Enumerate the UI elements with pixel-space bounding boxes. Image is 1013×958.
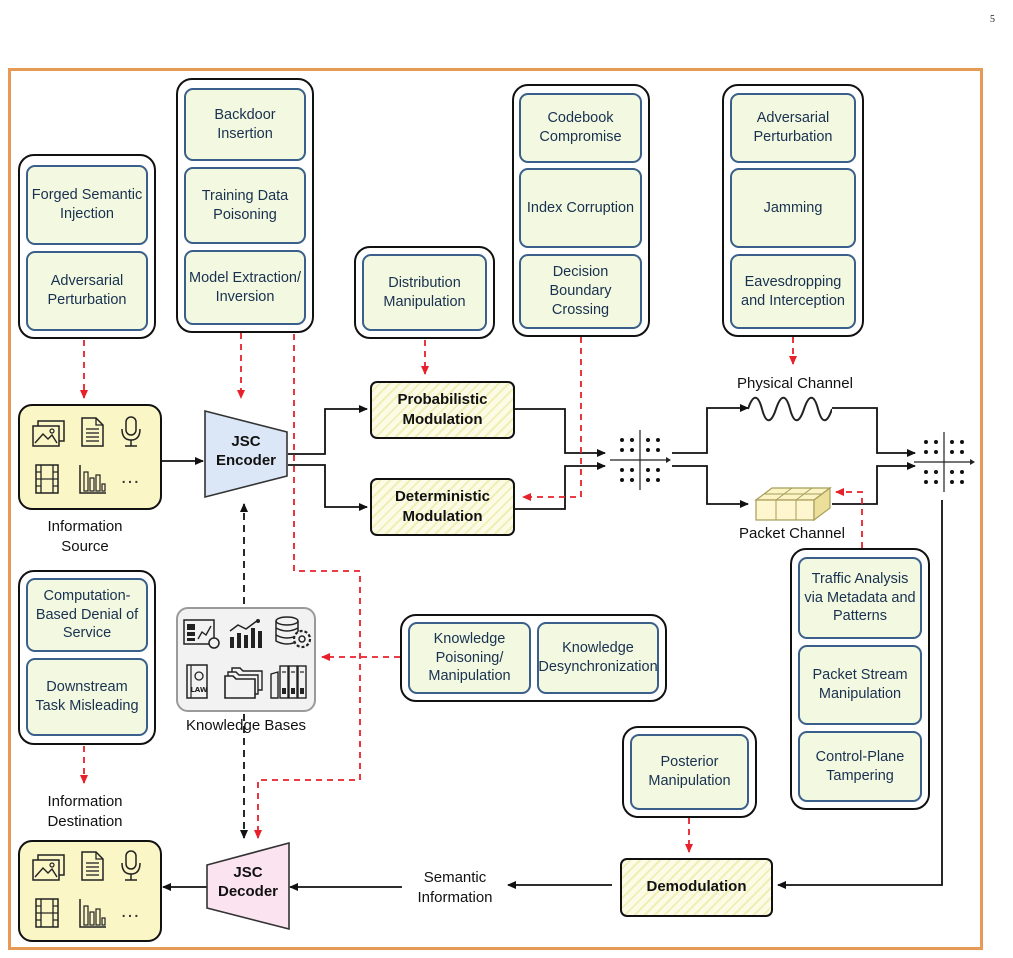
image-icon: [32, 854, 65, 881]
constellation-points: [620, 438, 660, 482]
threat-eavesdropping: Eavesdropping and Interception: [730, 254, 856, 329]
law-book-icon: LAW: [186, 664, 208, 699]
threat-index-corruption: Index Corruption: [519, 168, 642, 248]
arrow-deterministic-constellation: [515, 462, 606, 510]
label-information-source: Information Source: [47, 518, 123, 556]
threat-knowledge-desynchronization: Knowledge Desynchronization: [537, 622, 659, 694]
sine-wave-icon: [748, 396, 832, 422]
label-information-destination: Information Destination: [47, 793, 123, 831]
label-knowledge-bases: Knowledge Bases: [185, 717, 307, 734]
threat-decision-boundary-crossing: Decision Boundary Crossing: [519, 254, 642, 329]
constellation-icon: [914, 432, 975, 492]
page-number: 5: [990, 14, 995, 25]
threat-distribution-manipulation: Distribution Manipulation: [362, 254, 487, 331]
document-icon: [81, 417, 104, 447]
attack-arrow-codebook: [522, 337, 582, 501]
arrow-physical-constellation: [832, 407, 916, 457]
threat-packet-stream-manipulation: Packet Stream Manipulation: [798, 645, 922, 725]
threat-codebook-compromise: Codebook Compromise: [519, 93, 642, 163]
threat-computation-dos: Computation-Based Denial of Service: [26, 578, 148, 652]
jsc-encoder-shape: [204, 410, 288, 499]
arrow-constellation-physical: [672, 404, 749, 454]
threat-adversarial-perturbation-physical: Adversarial Perturbation: [730, 93, 856, 163]
arrow-encoder-probabilistic: [288, 405, 368, 455]
film-icon: [35, 464, 59, 494]
arrow-constellation-demodulation: [777, 500, 943, 889]
threat-model-extraction: Model Extraction/ Inversion: [184, 250, 306, 325]
bar-chart-icon: [79, 899, 106, 928]
arrow-constellation-packet: [672, 465, 749, 508]
binders-icon: [270, 665, 307, 699]
threat-adversarial-perturbation-source: Adversarial Perturbation: [26, 251, 148, 331]
demodulation: Demodulation: [620, 858, 773, 917]
information-source-panel: …: [18, 404, 162, 510]
image-icon: [32, 420, 65, 447]
information-destination-panel: …: [18, 840, 162, 942]
folders-icon: [224, 667, 263, 699]
threat-control-plane-tampering: Control-Plane Tampering: [798, 731, 922, 802]
film-icon: [35, 898, 59, 928]
threat-training-data-poisoning: Training Data Poisoning: [184, 167, 306, 244]
microphone-icon: [121, 416, 141, 447]
microphone-icon: [121, 850, 141, 881]
attack-arrow-model-extraction: [254, 334, 361, 839]
arrow-encoder-deterministic: [288, 464, 368, 511]
bar-chart-icon: [79, 465, 106, 494]
label-semantic-information: Semantic Information: [417, 869, 493, 907]
threat-jamming: Jamming: [730, 168, 856, 248]
threat-backdoor-insertion: Backdoor Insertion: [184, 88, 306, 161]
knowledge-bases-panel: LAW: [176, 607, 316, 712]
ellipsis-icon: …: [120, 900, 140, 922]
ellipsis-icon: …: [120, 466, 140, 488]
jsc-decoder-label: JSC Decoder: [217, 864, 279, 900]
constellation-icon: [610, 430, 671, 490]
dashboard-icon: [183, 619, 220, 649]
figure-frame: [8, 68, 983, 950]
attack-arrow-packet: [835, 488, 863, 548]
arrow-probabilistic-constellation: [515, 408, 606, 457]
packet-blocks-icon: [754, 486, 832, 522]
threat-knowledge-poisoning: Knowledge Poisoning/ Manipulation: [408, 622, 531, 694]
deterministic-modulation: Deterministic Modulation: [370, 478, 515, 536]
document-icon: [81, 851, 104, 881]
label-packet-channel: Packet Channel: [739, 525, 845, 542]
threat-traffic-analysis: Traffic Analysis via Metadata and Patter…: [798, 557, 922, 639]
arrow-packet-constellation: [832, 462, 916, 505]
probabilistic-modulation: Probabilistic Modulation: [370, 381, 515, 439]
threat-forged-semantic-injection: Forged Semantic Injection: [26, 165, 148, 245]
label-physical-channel: Physical Channel: [737, 375, 853, 392]
threat-downstream-task-misleading: Downstream Task Misleading: [26, 658, 148, 736]
chart-icon: [229, 619, 262, 648]
database-gear-icon: [275, 616, 312, 649]
svg-text:LAW: LAW: [190, 686, 208, 694]
jsc-encoder-label: JSC Encoder: [215, 433, 276, 469]
threat-posterior-manipulation: Posterior Manipulation: [630, 734, 749, 810]
jsc-decoder-shape: [206, 842, 290, 931]
